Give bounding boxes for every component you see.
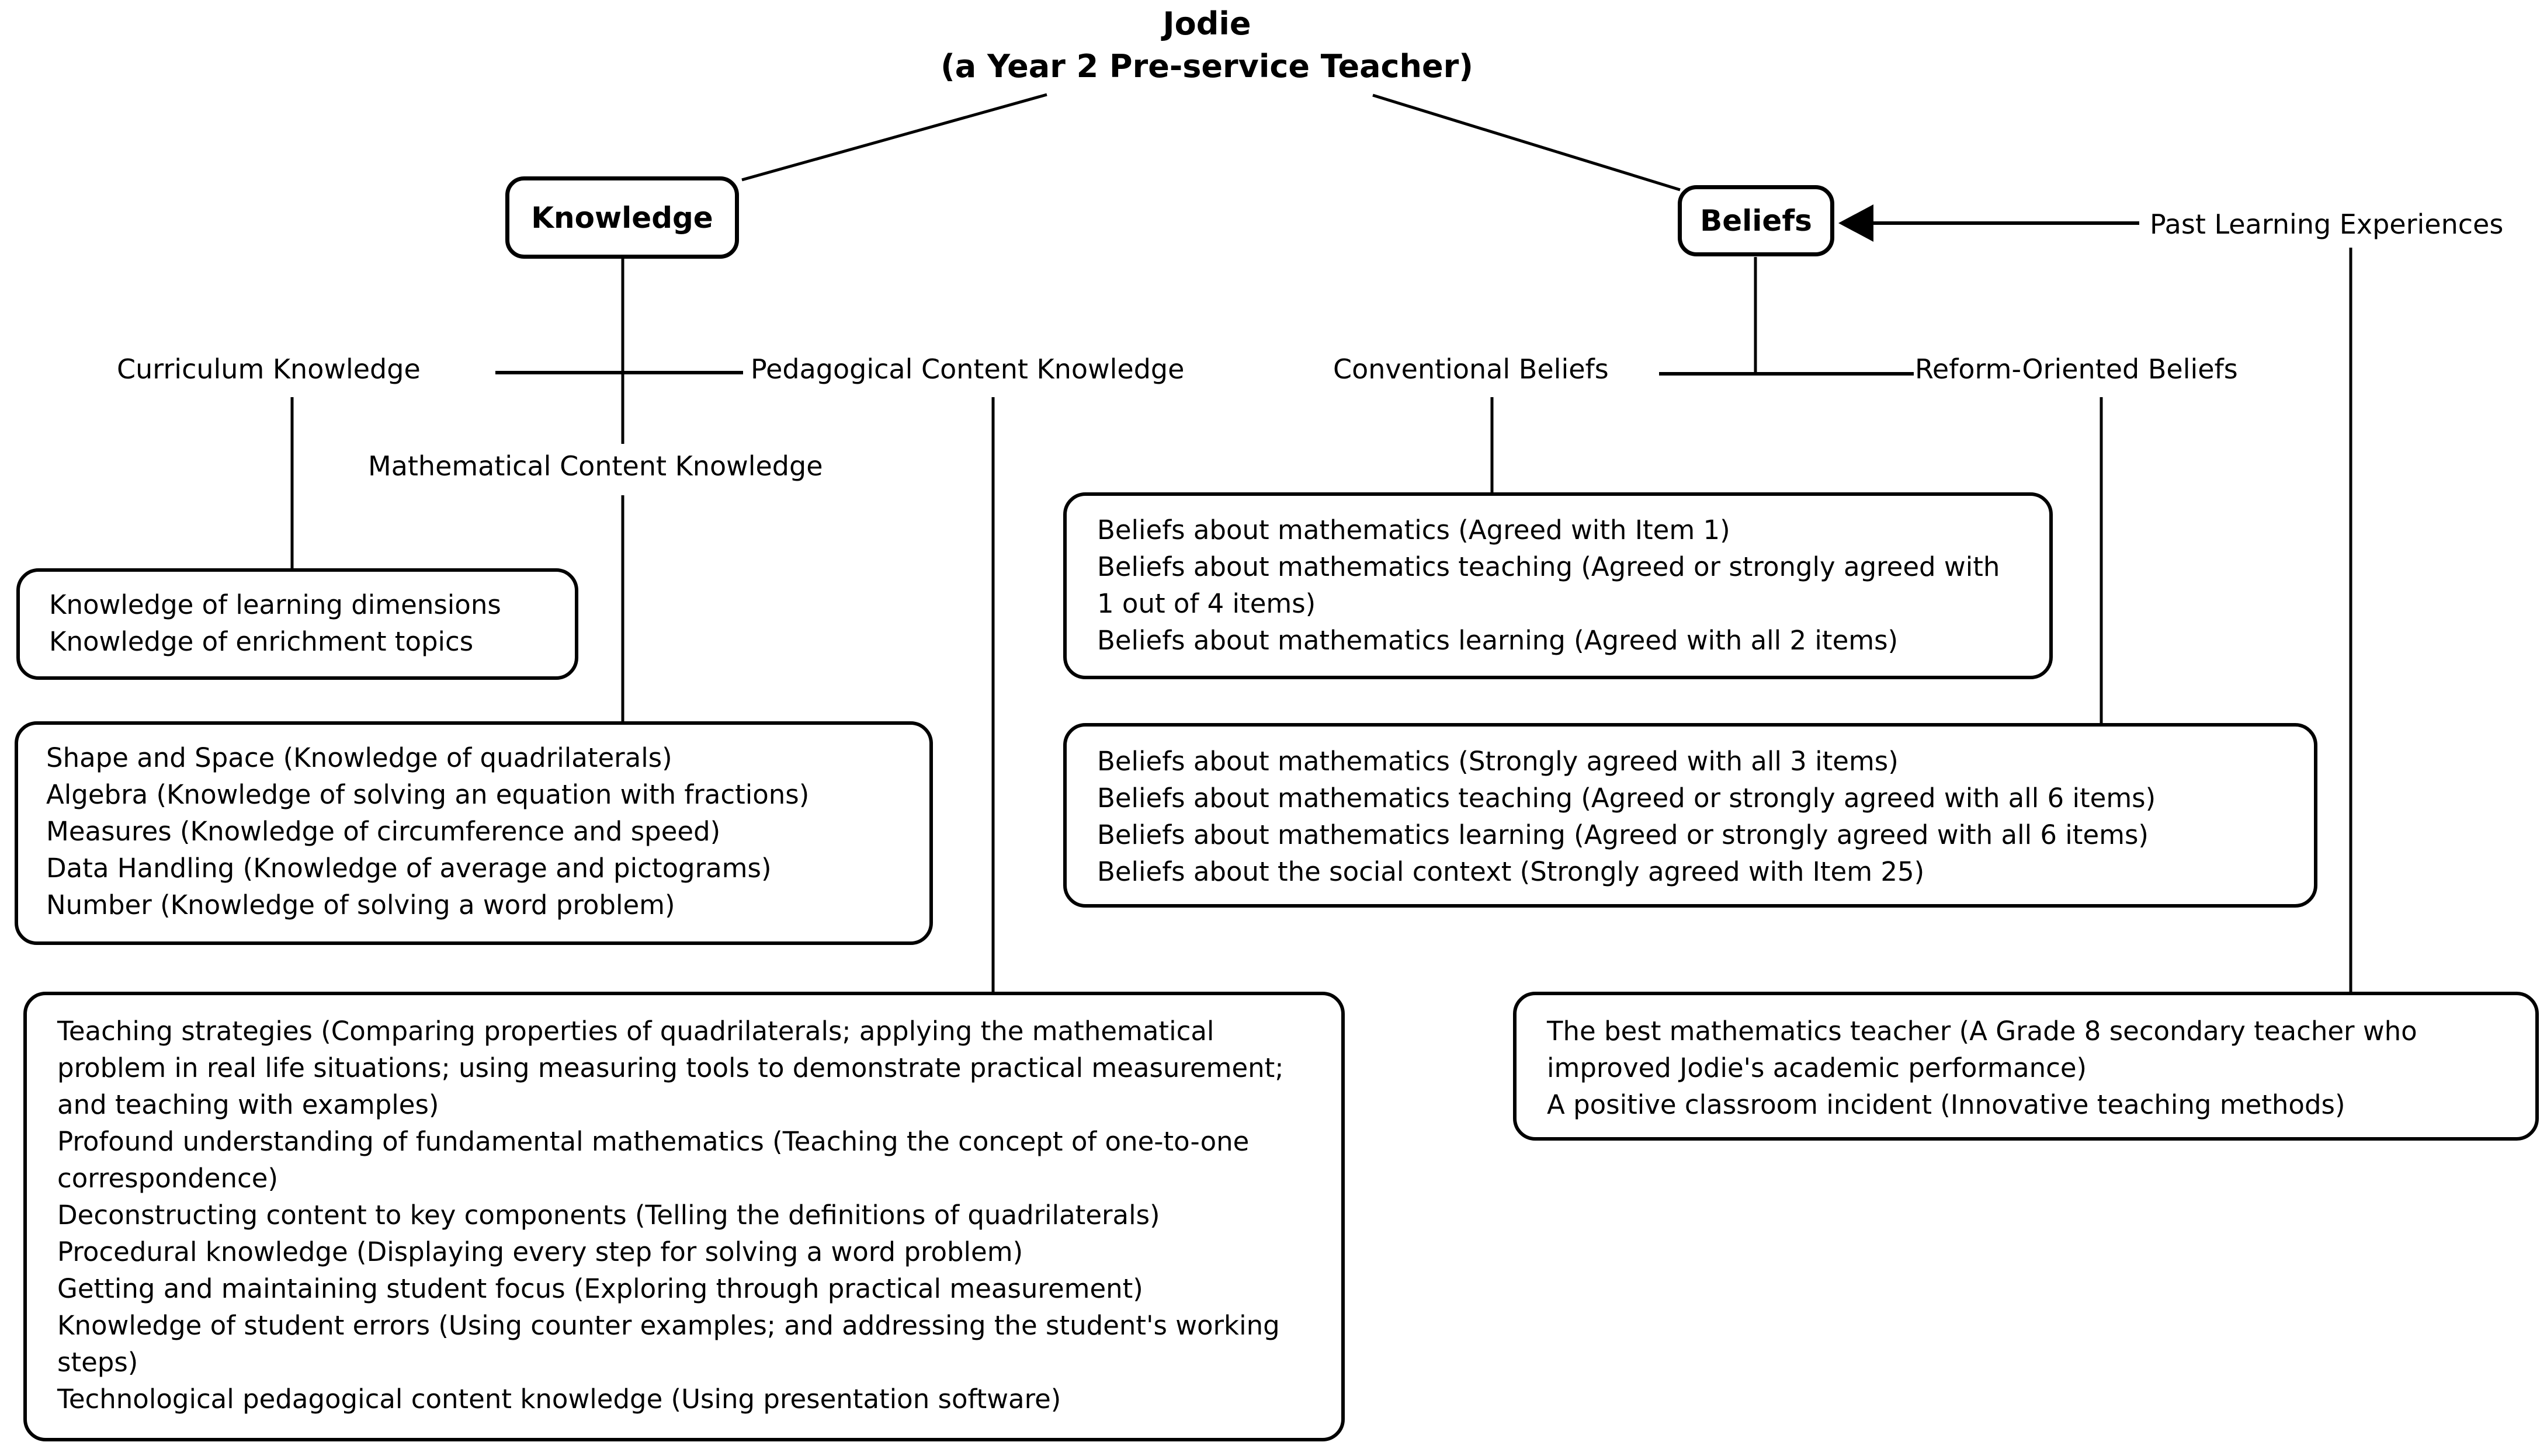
box-curriculum-knowledge-details: Knowledge of learning dimensions Knowled… bbox=[16, 568, 578, 680]
edge-title-knowledge bbox=[741, 93, 1047, 182]
node-beliefs: Beliefs bbox=[1678, 185, 1834, 256]
detail-item: Algebra (Knowledge of solving an equatio… bbox=[46, 779, 810, 810]
detail-item: Beliefs about the social context (Strong… bbox=[1097, 856, 1925, 887]
detail-item: Procedural knowledge (Displaying every s… bbox=[57, 1236, 1023, 1267]
label-conventional-beliefs: Conventional Beliefs bbox=[1333, 353, 1609, 385]
node-beliefs-label: Beliefs bbox=[1700, 204, 1812, 238]
detail-item: Beliefs about mathematics learning (Agre… bbox=[1097, 819, 2149, 850]
detail-item: Beliefs about mathematics teaching (Agre… bbox=[1097, 551, 2000, 619]
detail-item: Beliefs about mathematics learning (Agre… bbox=[1097, 625, 1899, 656]
label-past-learning-experiences: Past Learning Experiences bbox=[2150, 209, 2504, 240]
detail-item: Data Handling (Knowledge of average and … bbox=[46, 853, 772, 884]
box-conventional-beliefs-details: Beliefs about mathematics (Agreed with I… bbox=[1063, 492, 2053, 679]
title-line2: (a Year 2 Pre-service Teacher) bbox=[941, 48, 1473, 85]
label-pedagogical-content-knowledge: Pedagogical Content Knowledge bbox=[751, 353, 1185, 385]
detail-item: Teaching strategies (Comparing propertie… bbox=[57, 1016, 1284, 1120]
detail-item: Getting and maintaining student focus (E… bbox=[57, 1273, 1143, 1304]
box-pedagogical-content-knowledge-details: Teaching strategies (Comparing propertie… bbox=[23, 992, 1345, 1441]
detail-item: Beliefs about mathematics (Agreed with I… bbox=[1097, 515, 1730, 545]
detail-item: Beliefs about mathematics teaching (Agre… bbox=[1097, 783, 2156, 814]
detail-item: Profound understanding of fundamental ma… bbox=[57, 1126, 1250, 1194]
detail-item: Technological pedagogical content knowle… bbox=[57, 1384, 1061, 1415]
detail-item: A positive classroom incident (Innovativ… bbox=[1547, 1089, 2345, 1120]
label-curriculum-knowledge: Curriculum Knowledge bbox=[117, 353, 421, 385]
title-line1: Jodie bbox=[1163, 5, 1251, 42]
node-knowledge-label: Knowledge bbox=[531, 200, 713, 235]
detail-item: Beliefs about mathematics (Strongly agre… bbox=[1097, 746, 1899, 777]
label-mathematical-content-knowledge: Mathematical Content Knowledge bbox=[368, 450, 823, 482]
detail-item: Knowledge of enrichment topics bbox=[49, 626, 474, 657]
page-title: Jodie (a Year 2 Pre-service Teacher) bbox=[798, 2, 1616, 88]
detail-item: Knowledge of student errors (Using count… bbox=[57, 1310, 1280, 1378]
detail-item: Shape and Space (Knowledge of quadrilate… bbox=[46, 742, 672, 773]
edge-title-beliefs bbox=[1372, 93, 1681, 192]
node-knowledge: Knowledge bbox=[505, 176, 739, 259]
detail-item: Deconstructing content to key components… bbox=[57, 1200, 1160, 1231]
box-mathematical-content-knowledge-details: Shape and Space (Knowledge of quadrilate… bbox=[15, 721, 933, 945]
detail-item: Knowledge of learning dimensions bbox=[49, 589, 501, 620]
detail-item: Number (Knowledge of solving a word prob… bbox=[46, 889, 675, 920]
detail-item: The best mathematics teacher (A Grade 8 … bbox=[1547, 1016, 2417, 1083]
box-past-learning-experiences-details: The best mathematics teacher (A Grade 8 … bbox=[1513, 992, 2539, 1141]
label-reform-oriented-beliefs: Reform-Oriented Beliefs bbox=[1915, 353, 2238, 385]
box-reform-oriented-beliefs-details: Beliefs about mathematics (Strongly agre… bbox=[1063, 723, 2317, 908]
arrowhead-left-icon bbox=[1838, 204, 1873, 242]
detail-item: Measures (Knowledge of circumference and… bbox=[46, 816, 721, 847]
